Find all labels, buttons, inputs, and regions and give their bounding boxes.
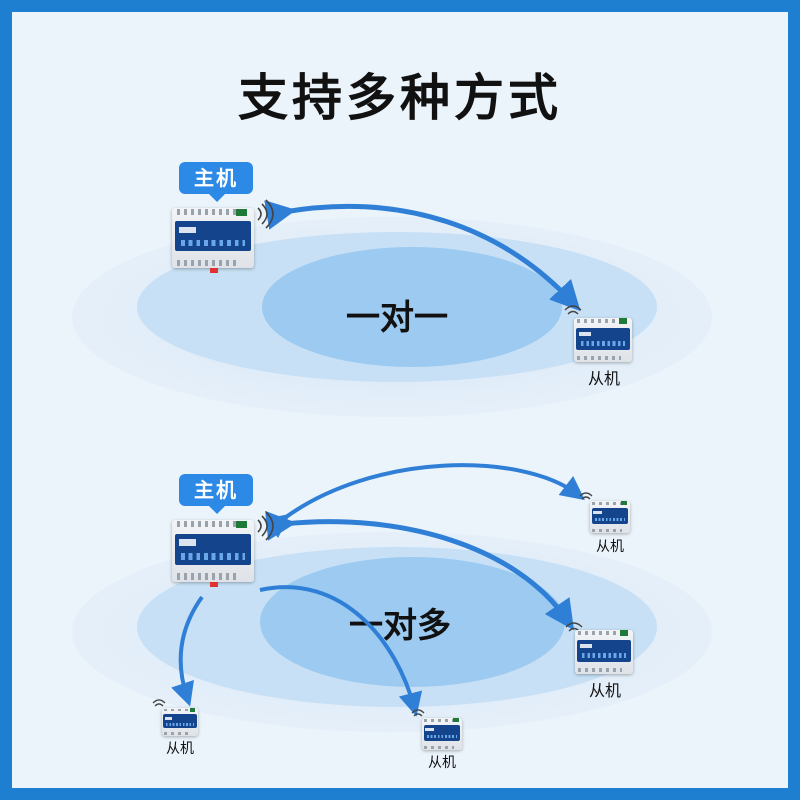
- slave-label: 从机: [166, 741, 194, 757]
- slave-device: [575, 630, 633, 674]
- master-tag: 主机: [179, 474, 253, 514]
- arrow-icon: [263, 463, 585, 539]
- slave-label: 从机: [428, 755, 456, 771]
- wifi-signal-icon: [257, 199, 274, 229]
- arrow-icon: [259, 585, 423, 717]
- arrow-icon: [264, 200, 581, 312]
- master-device: [172, 208, 254, 273]
- arrows-layer: [152, 199, 593, 717]
- slave-label: 从机: [588, 681, 621, 700]
- master-device: [172, 520, 254, 587]
- wifi-signal-icon: [257, 511, 274, 541]
- arrow-icon: [265, 510, 575, 631]
- wifi-signal-icon: [152, 699, 166, 707]
- slave-device: [590, 501, 630, 533]
- slave-label: 从机: [587, 369, 620, 388]
- arrow-icon: [171, 595, 204, 707]
- slave-device: [422, 718, 462, 750]
- slave-label: 从机: [596, 539, 624, 555]
- wifi-signal-icon: [411, 709, 425, 717]
- slave-device: [162, 708, 198, 736]
- slave-device: [574, 318, 632, 362]
- wifi-signal-icon: [564, 305, 582, 315]
- master-tag: 主机: [179, 162, 253, 202]
- page-title: 支持多种方式: [238, 69, 562, 127]
- wifi-signal-icon: [579, 492, 593, 500]
